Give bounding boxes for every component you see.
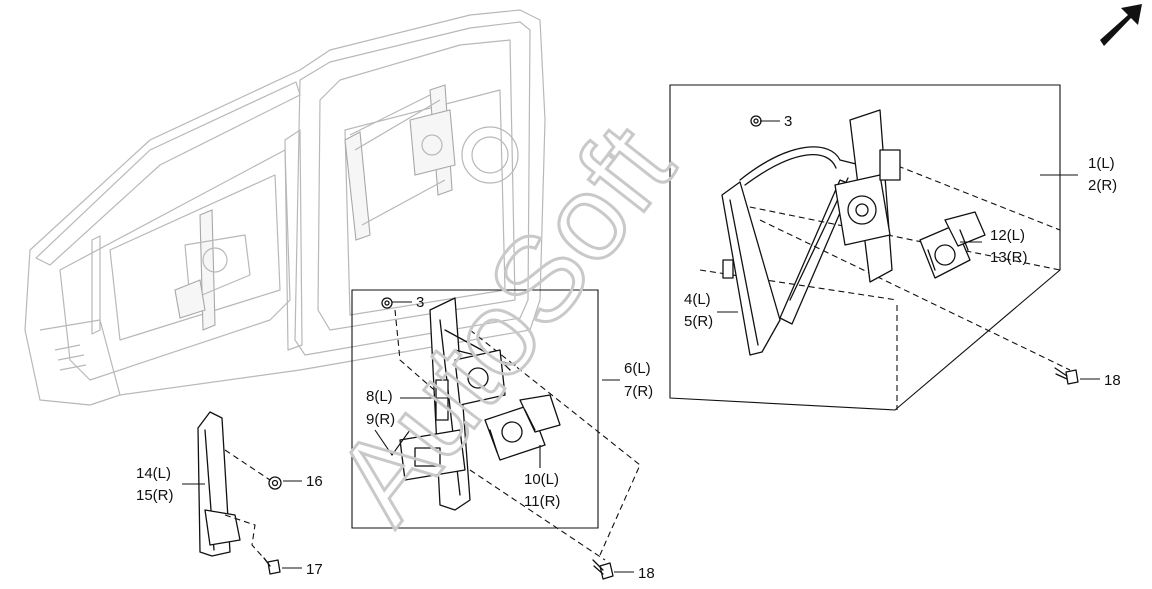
regulator-motor-right xyxy=(919,211,986,279)
callout-16: 16 xyxy=(306,473,323,490)
callout-4-5-line1: 4(L) xyxy=(684,291,711,308)
callout-12-13-line2: 13(R) xyxy=(990,249,1028,266)
callout-18-middle: 18 xyxy=(638,565,655,582)
nut-17 xyxy=(263,557,281,575)
callout-14-15-line1: 14(L) xyxy=(136,465,171,482)
callout-labels: 1(L) 2(R) 3 3 4(L) 5(R) 6(L) 7(R) 8(L) 9… xyxy=(136,113,1121,582)
callout-17: 17 xyxy=(306,561,323,578)
callout-14-15-line2: 15(R) xyxy=(136,487,174,504)
callout-6-7-line2: 7(R) xyxy=(624,383,653,400)
callout-4-5-line2: 5(R) xyxy=(684,313,713,330)
callout-12-13-line1: 12(L) xyxy=(990,227,1025,244)
callout-1-2-line2: 2(R) xyxy=(1088,177,1117,194)
nut-16 xyxy=(268,476,282,490)
regulator-in-front-door xyxy=(344,84,456,241)
callout-18-right: 18 xyxy=(1104,372,1121,389)
callout-10-11-line2: 11(R) xyxy=(524,493,560,510)
bolt-middle xyxy=(592,559,614,580)
callout-8-9-line2: 9(R) xyxy=(366,411,395,428)
front-door-regulator-kit xyxy=(669,84,1079,411)
callout-8-9-line1: 8(L) xyxy=(366,388,393,405)
regulator-in-rear-door xyxy=(91,209,251,335)
rear-door-regulator-kit xyxy=(351,289,641,580)
callout-3-right: 3 xyxy=(784,113,792,130)
bolt-right xyxy=(1054,367,1079,385)
callout-10-11-line1: 10(L) xyxy=(524,471,559,488)
regulator-motor-middle xyxy=(484,394,561,461)
glass-run-channel xyxy=(197,411,282,575)
callout-3-middle: 3 xyxy=(416,294,424,311)
callout-1-2-line1: 1(L) xyxy=(1088,155,1115,172)
callout-6-7-line1: 6(L) xyxy=(624,360,651,377)
leader-lines xyxy=(182,120,1100,573)
front-direction-arrow-icon xyxy=(1100,4,1142,46)
